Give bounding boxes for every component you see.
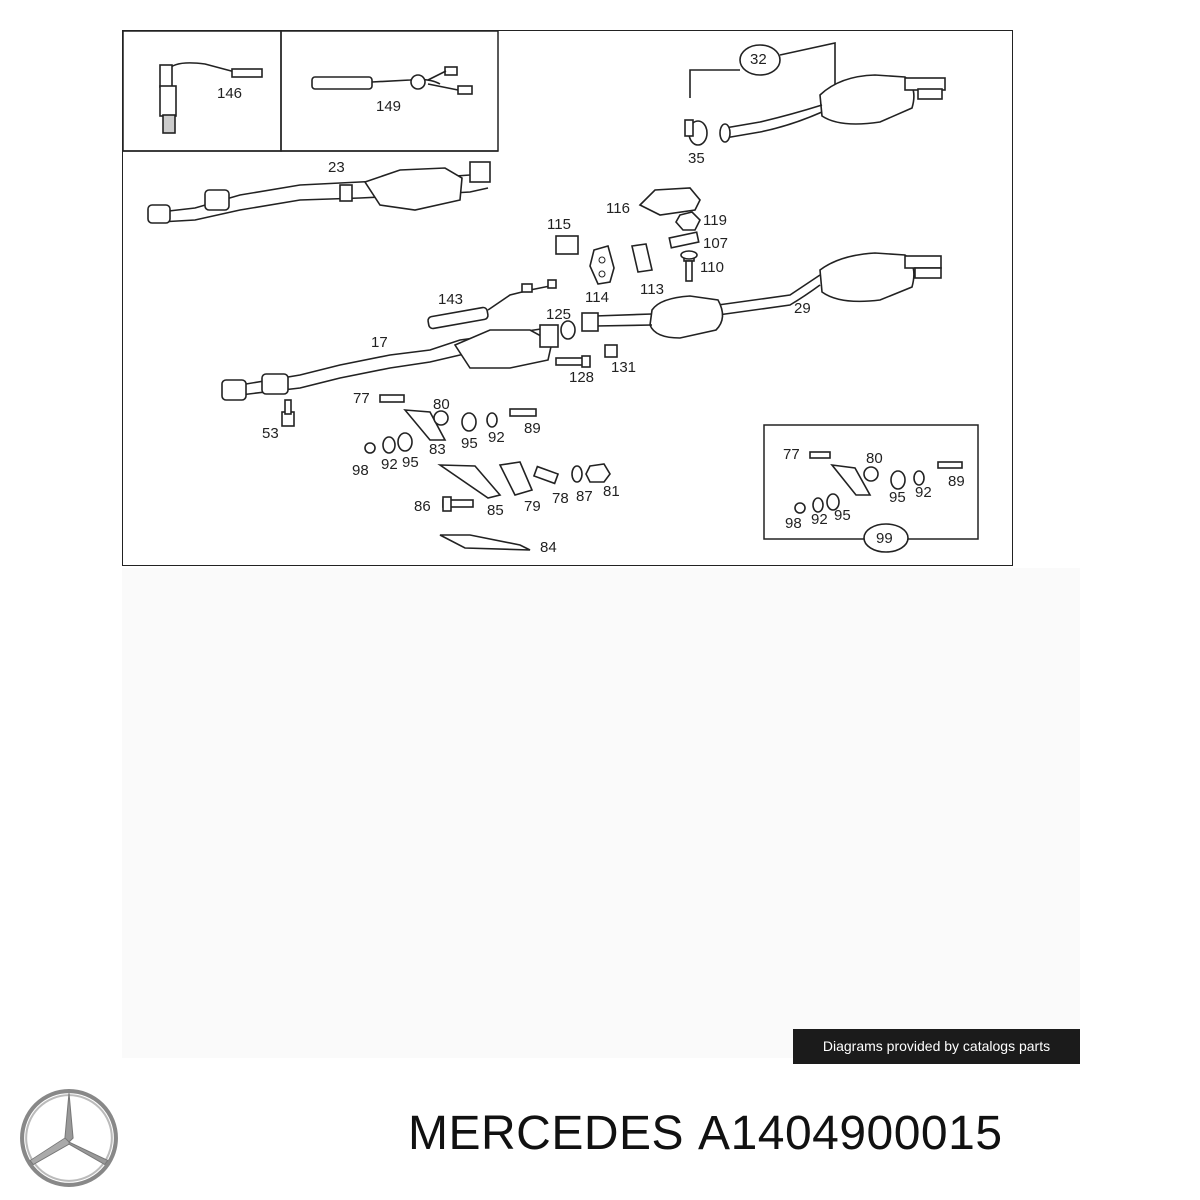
bolt-110-icon [680,250,698,282]
kit-callout-99: 99 [876,530,893,547]
callout-17: 17 [371,334,388,351]
inset-box-sensor-146 [122,30,282,152]
nut-131-icon [604,344,618,358]
bracket-115-icon [555,235,579,255]
callout-146: 146 [217,85,242,102]
part-number: A1404900015 [698,1107,1003,1160]
rubber-mount-113-icon [631,243,653,273]
callout-115: 115 [547,216,571,233]
kit-callout-95: 95 [889,489,906,506]
rear-muffler-29-icon [581,252,942,339]
callout-114: 114 [585,289,609,306]
diagram-credit-badge: Diagrams provided by catalogs parts [793,1029,1080,1064]
callout-128: 128 [569,369,594,386]
callout-77: 77 [353,390,370,407]
oxygen-sensor-146-icon [159,62,263,134]
sensor-149-icon [311,66,473,95]
clamp-35-icon [684,119,708,146]
brand-name: MERCEDES [408,1107,685,1160]
callout-125: 125 [546,306,571,323]
callout-92-b: 92 [381,456,398,473]
callout-119: 119 [703,212,727,229]
callout-29: 29 [794,300,811,317]
callout-131: 131 [611,359,636,376]
kit-callout-89: 89 [948,473,965,490]
callout-79: 79 [524,498,541,515]
callout-32: 32 [750,51,767,68]
sensor-143-icon [427,279,557,330]
rear-muffler-32-icon [689,42,946,143]
callout-85: 85 [487,502,504,519]
callout-107: 107 [703,235,728,252]
callout-143: 143 [438,291,463,308]
callout-89: 89 [524,420,541,437]
callout-86: 86 [414,498,431,515]
kit-callout-80: 80 [866,450,883,467]
callout-95-b: 95 [402,454,419,471]
callout-23: 23 [328,159,345,176]
callout-78: 78 [552,490,569,507]
callout-53: 53 [262,425,279,442]
bolt-128-icon [555,355,591,368]
gasket-125-icon [560,320,576,340]
callout-95: 95 [461,435,478,452]
kit-callout-92: 92 [915,484,932,501]
rubber-mount-114-icon [589,245,615,285]
callout-149: 149 [376,98,401,115]
exhaust-system-diagram: 146 149 32 35 23 116 119 107 115 110 114… [122,30,979,556]
callout-80: 80 [433,396,450,413]
callout-92: 92 [488,429,505,446]
bolt-53-icon [281,399,295,427]
callout-110: 110 [700,259,724,276]
hardware-cluster-icon [364,394,611,551]
bracket-116-icon [638,187,701,216]
nut-119-icon [675,211,701,231]
callout-81: 81 [603,483,620,500]
front-pipe-23-icon [147,161,491,224]
mercedes-star-icon [20,1089,118,1187]
kit-callout-98: 98 [785,515,802,532]
callout-87: 87 [576,488,593,505]
diagram-background [122,568,1080,1058]
callout-113: 113 [640,281,664,298]
callout-35: 35 [688,150,705,167]
kit-callout-77: 77 [783,446,800,463]
callout-98: 98 [352,462,369,479]
kit-callout-92-b: 92 [811,511,828,528]
kit-callout-95-b: 95 [834,507,851,524]
kit-99-hardware-icon [794,451,963,553]
washer-107-icon [668,231,700,249]
callout-116: 116 [606,200,630,217]
front-pipe-17-icon [221,324,559,401]
callout-84: 84 [540,539,557,556]
callout-83: 83 [429,441,446,458]
